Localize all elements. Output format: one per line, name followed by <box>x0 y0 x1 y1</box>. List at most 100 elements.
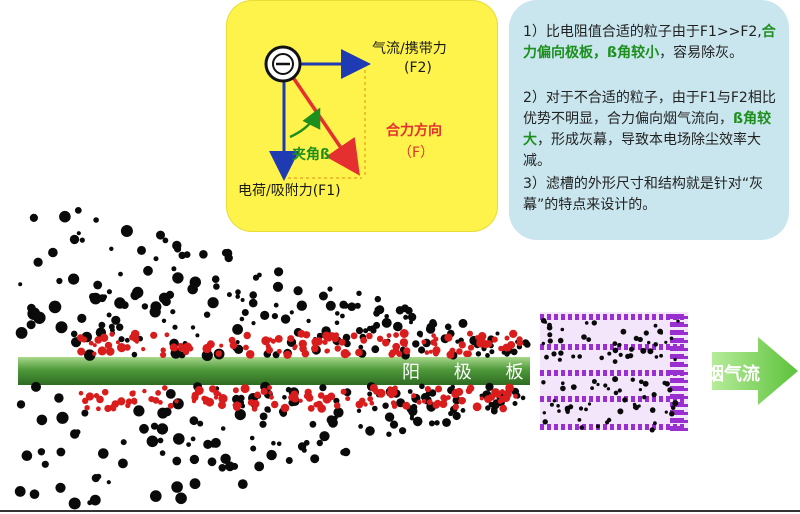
particle-dust <box>56 411 69 424</box>
particle-charged <box>421 399 427 404</box>
particle-dust <box>612 359 618 364</box>
particle-charged <box>431 333 436 338</box>
particle-charged <box>117 397 126 406</box>
particle-dust <box>187 283 198 295</box>
particle-charged <box>458 341 466 349</box>
particle-dust <box>133 405 145 417</box>
filter-tooth <box>610 370 614 376</box>
particle-dust <box>276 441 282 447</box>
filter-tooth <box>589 370 593 376</box>
filter-tooth <box>596 344 600 350</box>
particle-dust <box>306 318 311 324</box>
particle-charged <box>92 351 97 356</box>
particle-dust <box>109 246 114 251</box>
filter-tooth <box>666 370 670 376</box>
resultant-label: 合力方向 <box>386 123 442 139</box>
particle-charged <box>359 397 366 404</box>
particle-charged <box>434 399 442 407</box>
filter-tooth <box>631 424 635 430</box>
particle-charged <box>386 333 392 338</box>
filter-tooth <box>575 314 579 320</box>
particle-dust <box>106 289 112 295</box>
filter-tooth <box>631 314 635 320</box>
filter-tooth <box>568 424 572 430</box>
particle-dust <box>124 337 130 343</box>
particle-dust <box>137 245 146 255</box>
particle-dust <box>612 341 618 346</box>
particle-charged <box>84 405 90 411</box>
filter-end-tooth <box>670 378 684 383</box>
particle-charged <box>393 332 399 338</box>
particle-charged <box>301 349 310 358</box>
filter-end-tooth <box>684 412 688 415</box>
particle-dust <box>667 387 673 393</box>
particle-dust <box>319 384 327 392</box>
filter-tooth <box>582 314 586 320</box>
particle-charged <box>314 337 323 346</box>
filter-end-tooth <box>670 418 684 423</box>
particle-charged <box>491 336 498 343</box>
particle-dust <box>549 402 554 407</box>
particle-charged <box>428 349 433 354</box>
particle-dust <box>358 424 363 429</box>
particle-charged <box>432 350 439 357</box>
particle-dust <box>197 420 204 427</box>
filter-tooth <box>568 370 572 376</box>
particle-dust <box>259 420 267 428</box>
particle-charged <box>187 345 194 352</box>
particle-dust <box>485 382 494 391</box>
particle-charged <box>268 390 273 395</box>
filter-end-tooth <box>684 324 688 327</box>
particle-dust <box>98 294 107 303</box>
particle-charged <box>476 338 485 348</box>
particle-charged <box>206 340 215 349</box>
particle-charged <box>499 404 508 413</box>
particle-charged <box>376 335 384 342</box>
particle-dust <box>232 324 244 335</box>
particle-dust <box>510 348 518 356</box>
particle-charged <box>234 401 241 408</box>
filter-tooth <box>652 424 656 430</box>
particle-dust <box>89 494 101 506</box>
angle-label: 夹角ß <box>292 147 331 163</box>
particle-charged <box>254 391 261 399</box>
particle-dust <box>172 398 184 410</box>
particle-dust <box>207 297 219 309</box>
particle-charged <box>491 388 500 397</box>
filter-end-tooth <box>670 330 684 335</box>
filter-tooth <box>540 370 544 376</box>
particle-dust <box>319 431 330 442</box>
filter-end-tooth <box>684 396 688 399</box>
particle-dust <box>274 267 284 277</box>
filter-tooth <box>617 424 621 430</box>
filter-slot <box>540 312 688 431</box>
particle-charged <box>125 398 133 405</box>
particle-charged <box>96 395 104 404</box>
particle-dust <box>587 402 592 406</box>
particle-dust <box>490 407 498 415</box>
particle-dust <box>542 419 548 425</box>
particle-charged <box>280 403 290 413</box>
particle-charged <box>433 336 439 342</box>
particle-dust <box>577 354 582 359</box>
filter-tooth <box>610 424 614 430</box>
filter-tooth <box>547 314 551 320</box>
particle-dust <box>607 351 612 356</box>
particle-dust <box>118 271 123 277</box>
filter-tooth <box>638 396 642 402</box>
particle-dust <box>673 357 677 362</box>
particle-dust <box>199 250 208 259</box>
particle-dust <box>282 395 287 400</box>
particle-charged <box>355 348 363 357</box>
particle-charged <box>433 342 438 347</box>
particle-dust <box>630 377 635 382</box>
particle-charged <box>267 385 272 391</box>
particle-dust <box>296 300 307 311</box>
p1-text: 1）比电阻值合适的粒子由于F1>>F2, <box>523 24 762 40</box>
particle-dust <box>491 401 500 409</box>
particle-dust <box>638 388 643 392</box>
force-vectors <box>264 45 371 181</box>
filter-tooth <box>652 314 656 320</box>
particle-dust <box>430 321 438 328</box>
particle-dust <box>118 458 128 469</box>
